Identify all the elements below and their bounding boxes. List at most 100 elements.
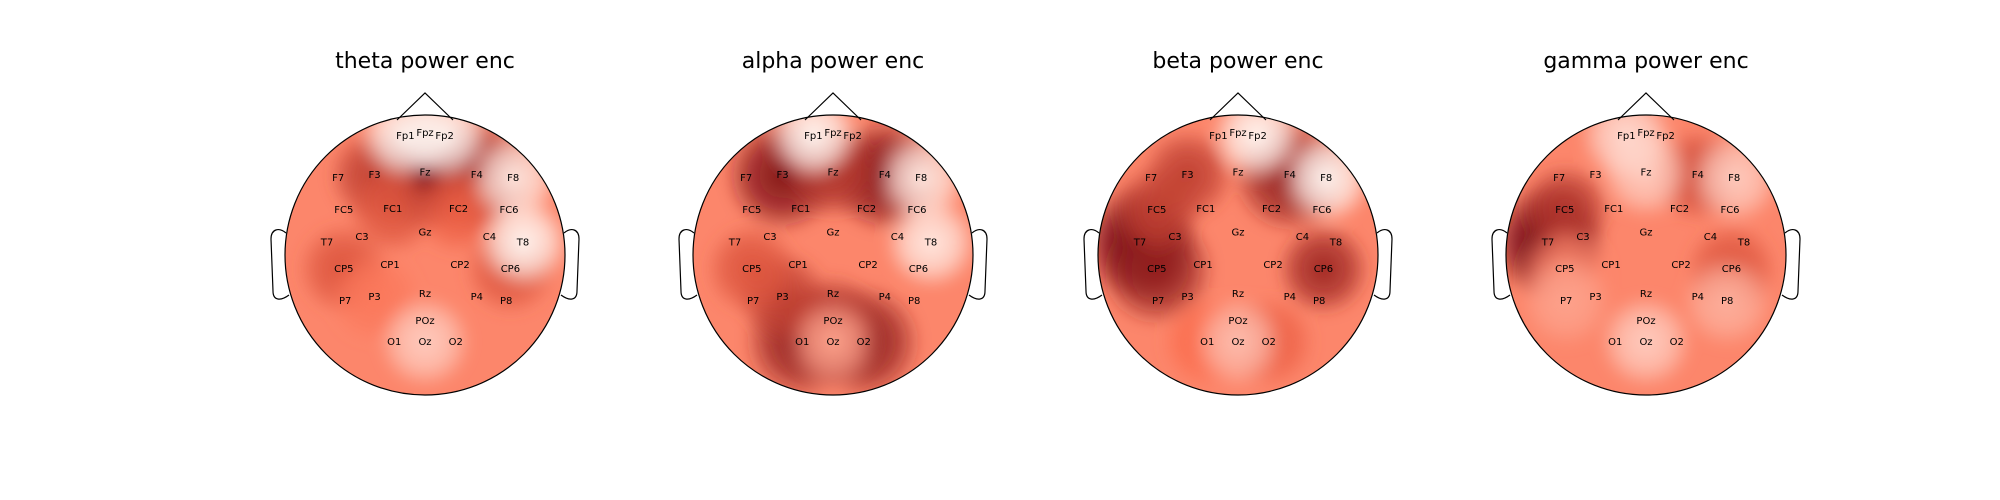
electrode-label: FC1 <box>383 204 402 215</box>
left-ear-outline <box>1083 229 1103 300</box>
electrode-label: F8 <box>1320 173 1332 184</box>
electrode-label: C3 <box>355 232 368 243</box>
electrode-label: CP5 <box>1555 264 1574 275</box>
electrode-label: Fz <box>1232 167 1243 178</box>
activation-blob <box>1275 221 1371 317</box>
right-ear-outline <box>1781 229 1801 300</box>
electrode-label: O1 <box>387 337 401 348</box>
electrode-label: Fp1 <box>396 131 414 142</box>
activation-blob <box>1190 294 1286 390</box>
electrode-label: P7 <box>1152 296 1164 307</box>
electrode-label: F3 <box>777 170 789 181</box>
electrode-label: FC5 <box>1555 205 1574 216</box>
activation-blob <box>1578 115 1675 184</box>
electrode-label: CP6 <box>909 264 928 275</box>
electrode-label: CP1 <box>1601 260 1620 271</box>
electrode-label: F7 <box>1145 173 1157 184</box>
right-ear-outline <box>560 229 580 300</box>
electrode-label: Fp2 <box>435 131 453 142</box>
electrode-label: T7 <box>1541 237 1554 248</box>
electrode-label: CP1 <box>380 260 399 271</box>
electrode-label: Fp2 <box>1656 131 1674 142</box>
electrode-label: FC6 <box>1312 205 1331 216</box>
electrode-label: F3 <box>1590 170 1602 181</box>
right-ear-outline <box>968 229 988 300</box>
activation-blob <box>1210 115 1306 184</box>
nose-outline <box>1209 92 1267 121</box>
electrode-label: F8 <box>915 173 927 184</box>
electrode-label: P4 <box>471 292 483 303</box>
electrode-label: Fz <box>1640 167 1651 178</box>
electrode-label: Fp2 <box>843 131 861 142</box>
electrode-label: Rz <box>1232 289 1244 300</box>
electrode-label: C4 <box>483 232 496 243</box>
head-outline <box>284 114 566 396</box>
electrode-label: FC6 <box>907 205 926 216</box>
electrode-label: T7 <box>728 237 741 248</box>
electrode-label: O2 <box>857 337 871 348</box>
electrode-label: T8 <box>1737 237 1750 248</box>
panel-title: gamma power enc <box>1543 49 1748 74</box>
electrode-label: O1 <box>795 337 809 348</box>
electrode-label: CP5 <box>334 264 353 275</box>
electrode-label: P7 <box>747 296 759 307</box>
activation-blob <box>1140 127 1236 223</box>
electrode-label: T7 <box>1133 237 1146 248</box>
electrode-label: F8 <box>507 173 519 184</box>
electrode-label: P8 <box>500 296 512 307</box>
electrode-label: Fpz <box>1229 128 1246 139</box>
electrode-label: CP2 <box>1671 260 1690 271</box>
electrode-label: CP2 <box>858 260 877 271</box>
electrode-label: F4 <box>879 170 891 181</box>
electrode-label: CP5 <box>742 264 761 275</box>
electrode-label: P3 <box>1181 292 1193 303</box>
electrode-label: Oz <box>1639 337 1652 348</box>
nose-outline <box>804 92 862 121</box>
electrode-label: CP6 <box>501 264 520 275</box>
electrode-label: FC2 <box>449 204 468 215</box>
electrode-label: FC5 <box>742 205 761 216</box>
panel-title: alpha power enc <box>742 49 925 74</box>
electrode-label: Fpz <box>824 128 841 139</box>
electrode-label: T8 <box>516 237 529 248</box>
electrode-label: Gz <box>1232 228 1245 239</box>
activation-blob <box>377 294 473 390</box>
topomap-field <box>1506 115 1786 395</box>
electrode-label: P8 <box>1313 296 1325 307</box>
electrode-label: F3 <box>1182 170 1194 181</box>
electrode-label: C3 <box>1576 232 1589 243</box>
nose-outline <box>396 92 454 121</box>
electrode-label: FC5 <box>1147 205 1166 216</box>
electrode-label: FC5 <box>334 205 353 216</box>
electrode-label: C4 <box>1704 232 1717 243</box>
electrode-label: Fz <box>827 167 838 178</box>
electrode-label: Fpz <box>1637 128 1654 139</box>
head-outline <box>1505 114 1787 396</box>
electrode-label: O2 <box>1670 337 1684 348</box>
activation-blob <box>1598 294 1694 390</box>
electrode-label: Fp2 <box>1248 131 1266 142</box>
electrode-label: T8 <box>1329 237 1342 248</box>
electrode-label: O1 <box>1200 337 1214 348</box>
electrode-label: Rz <box>827 289 839 300</box>
electrode-label: Oz <box>418 337 431 348</box>
electrode-label: POz <box>1228 316 1247 327</box>
electrode-label: F7 <box>1553 173 1565 184</box>
electrode-label: P3 <box>776 292 788 303</box>
electrode-label: T7 <box>320 237 333 248</box>
electrode-label: F4 <box>1692 170 1704 181</box>
electrode-label: P8 <box>1721 296 1733 307</box>
electrode-label: Fp1 <box>804 131 822 142</box>
electrode-label: O2 <box>449 337 463 348</box>
electrode-label: POz <box>823 316 842 327</box>
electrode-label: O1 <box>1608 337 1622 348</box>
head-outline <box>1097 114 1379 396</box>
panel-title: theta power enc <box>335 49 515 74</box>
electrode-label: P7 <box>339 296 351 307</box>
electrode-label: CP2 <box>450 260 469 271</box>
electrode-label: POz <box>1636 316 1655 327</box>
electrode-label: F7 <box>740 173 752 184</box>
electrode-label: F4 <box>1284 170 1296 181</box>
